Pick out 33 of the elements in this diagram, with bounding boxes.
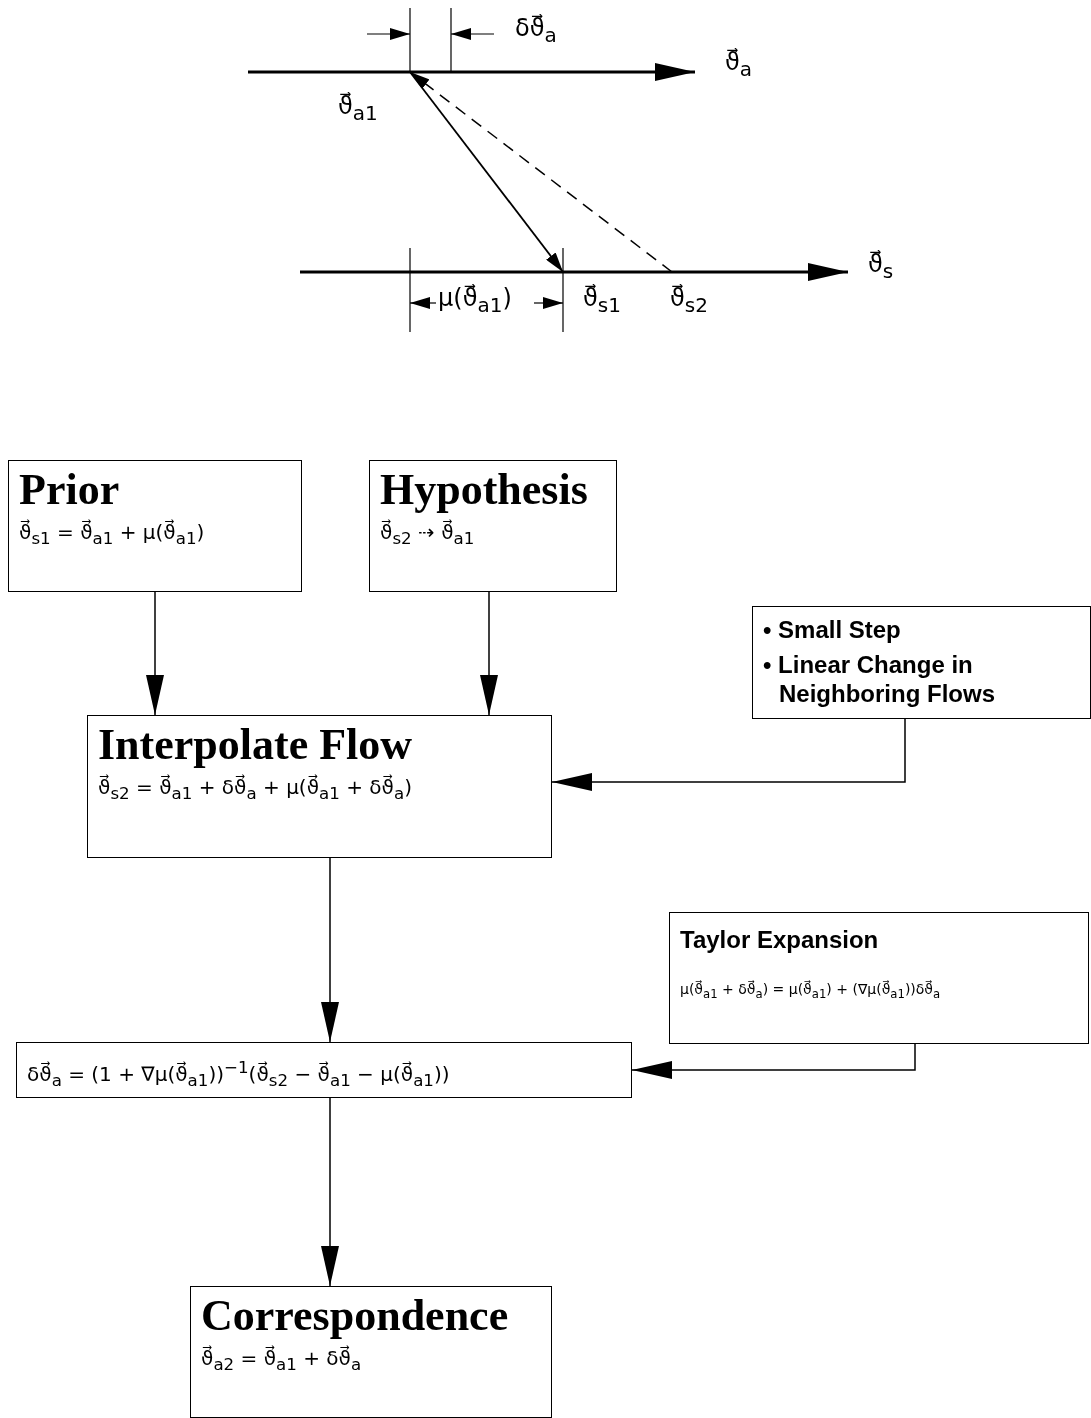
equation: ϑ⃗$_{a2}$ = ϑ⃗$_{a1}$ + δϑ⃗$_{a}$ bbox=[201, 1344, 363, 1376]
arrow bbox=[321, 857, 339, 1043]
process-box bbox=[8, 460, 302, 592]
axis-label: ϑ⃗$_{a}$ bbox=[725, 48, 753, 81]
box-title: Taylor Expansion bbox=[680, 925, 880, 954]
process-box bbox=[87, 715, 552, 858]
equation: ϑ⃗$_{s1}$ = ϑ⃗$_{a1}$ + μ(ϑ⃗$_{a1}$) bbox=[19, 518, 206, 550]
equation: ϑ⃗$_{s2}$ = ϑ⃗$_{a1}$ + δϑ⃗$_{a}$ + μ(ϑ⃗$_{a1}$ + δϑ⃗$_{a}$) bbox=[98, 773, 413, 805]
equation: μ(ϑ⃗$_{a1}$ + δϑ⃗$_{a}$) = μ(ϑ⃗$_{a1}$) + (∇μ(ϑ⃗$_{a1}$))δϑ⃗$_{a}$ bbox=[680, 979, 942, 1003]
box-title: Correspondence bbox=[201, 1291, 510, 1341]
process-box bbox=[669, 912, 1089, 1044]
point-label: ϑ⃗$_{s1}$ bbox=[583, 284, 621, 317]
bullet-item: • Small Step bbox=[763, 615, 902, 644]
bullet-item: • Linear Change in Neighboring Flows bbox=[763, 650, 996, 708]
point-label: ϑ⃗$_{s2}$ bbox=[670, 284, 708, 317]
process-box bbox=[369, 460, 617, 592]
arrow bbox=[146, 591, 164, 716]
equation: δϑ⃗$_{a}$ = (1 + ∇μ(ϑ⃗$_{a1}$))$^{−1}$(ϑ⃗$_{s2}$ − ϑ⃗$_{a1}$ − μ(ϑ⃗$_{a1}$)) bbox=[27, 1057, 451, 1092]
arrow bbox=[551, 718, 906, 791]
equation: ϑ⃗$_{s2}$ ⇢ ϑ⃗$_{a1}$ bbox=[380, 518, 476, 550]
dimension-label: μ(ϑ⃗$_{a1}$) bbox=[438, 284, 512, 317]
box-title: Prior bbox=[19, 465, 121, 515]
box-title: Hypothesis bbox=[380, 465, 589, 515]
vector-label: δϑ⃗$_{a}$ bbox=[515, 14, 557, 47]
point-label: ϑ⃗$_{a1}$ bbox=[338, 92, 378, 125]
process-box bbox=[752, 606, 1091, 719]
arrow bbox=[321, 1097, 339, 1287]
process-box bbox=[16, 1042, 632, 1098]
box-title: Interpolate Flow bbox=[98, 720, 414, 770]
arrow bbox=[631, 1043, 916, 1079]
process-box bbox=[190, 1286, 552, 1418]
axis-label: ϑ⃗$_{s}$ bbox=[868, 250, 894, 283]
arrow bbox=[480, 591, 498, 716]
